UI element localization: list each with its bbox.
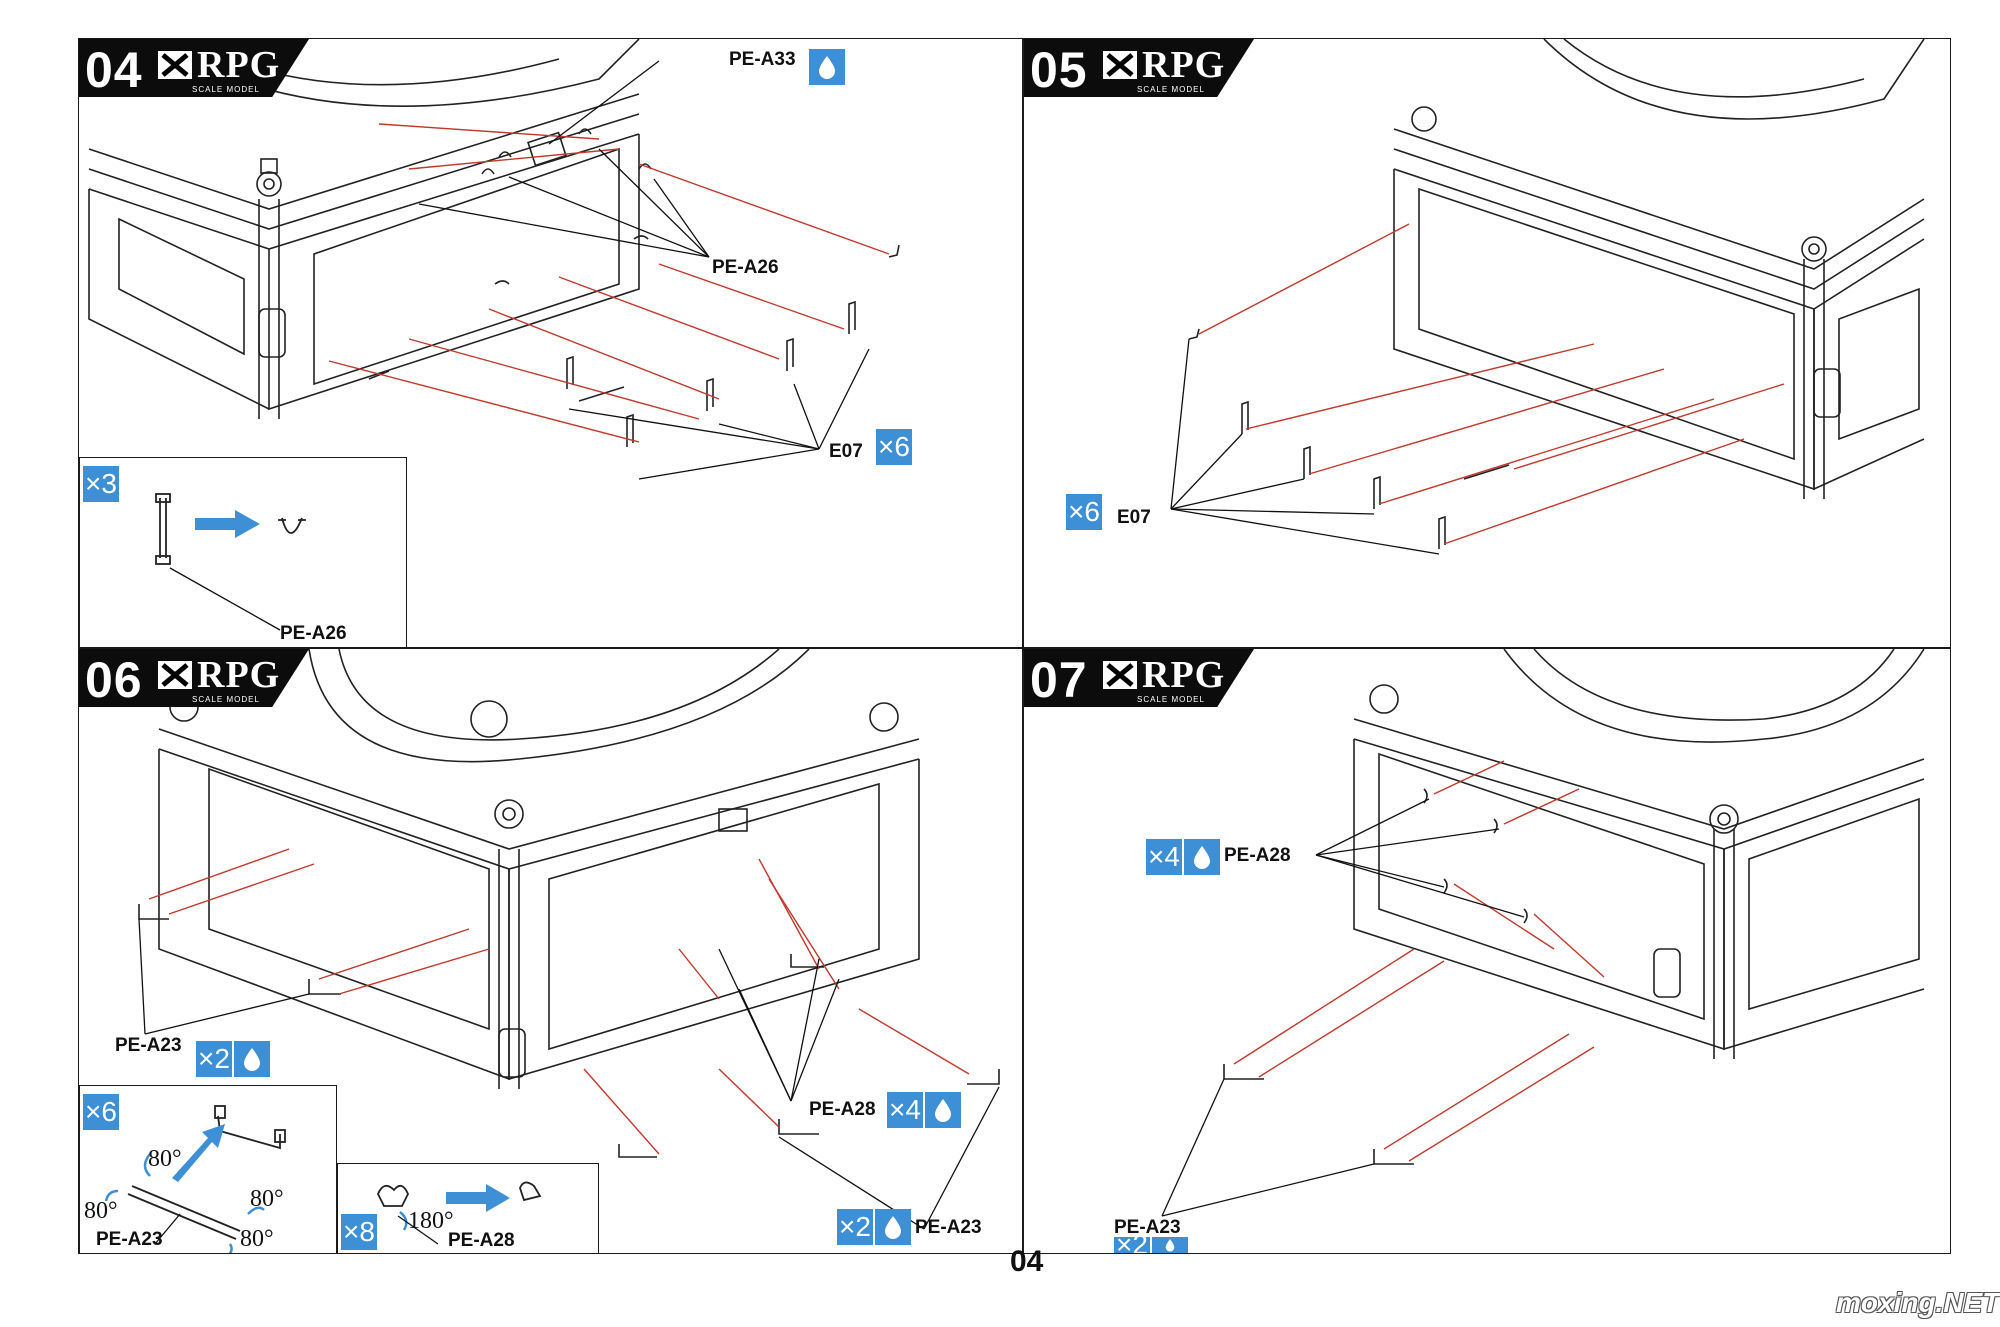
multiplier-badge: ×2 — [196, 1041, 232, 1077]
angle-label: 80° — [240, 1226, 274, 1252]
step-06-number: 06 — [85, 652, 143, 708]
pe-a23-bend-diagram — [104, 1105, 286, 1253]
glue-drop-icon — [1152, 1237, 1188, 1253]
instruction-page: 04 RPG SCALE MODEL PE-A33 PE-A26 E07 ×6 … — [78, 38, 1951, 1254]
watermark: moxing.NET — [1836, 1287, 2000, 1318]
step-07-panel: 07 RPG SCALE MODEL ×4 PE-A28 PE-A23 ×2 — [1023, 648, 1951, 1254]
label-pe-a26: PE-A26 — [712, 257, 779, 278]
step-07-header: 07 RPG SCALE MODEL — [1024, 649, 1254, 707]
multiplier-badge: ×2 — [837, 1209, 873, 1245]
page-number: 04 — [1010, 1245, 1044, 1278]
label-pe-a23: PE-A23 — [915, 1217, 982, 1238]
inset-label-pe-a28: PE-A28 — [448, 1230, 515, 1251]
step-06-inset-pe-a23: ×6 80° 80° 80° — [79, 1085, 337, 1253]
multiplier-badge: ×6 — [83, 1094, 119, 1130]
rpg-crossed-icon — [158, 51, 192, 79]
step-06-header: 06 RPG SCALE MODEL — [79, 649, 309, 707]
angle-label: 180° — [408, 1208, 454, 1234]
brand-subtitle: SCALE MODEL — [1137, 85, 1205, 94]
glue-drop-icon — [1184, 839, 1220, 875]
multiplier-badge: ×3 — [83, 466, 119, 502]
step-06-panel: 06 RPG SCALE MODEL PE-A23 ×2 PE-A28 ×4 ×… — [78, 648, 1023, 1254]
brand-logo: RPG — [1102, 44, 1226, 86]
angle-label: 80° — [84, 1198, 118, 1224]
multiplier-badge: ×8 — [341, 1214, 377, 1250]
pe-a26-bend-diagram — [155, 493, 306, 631]
step-07-drawing — [1161, 649, 1925, 1217]
step-06-inset-pe-a28: ×8 180° PE-A28 — [337, 1163, 599, 1253]
step-05-header: 05 RPG SCALE MODEL — [1024, 39, 1254, 97]
brand-name: RPG — [1142, 654, 1226, 696]
multiplier-badge: ×4 — [1146, 839, 1182, 875]
brand-name: RPG — [197, 654, 281, 696]
multiplier-badge: ×4 — [887, 1092, 923, 1128]
step-05-drawing — [1170, 39, 1925, 555]
rpg-crossed-icon — [1103, 661, 1137, 689]
brand-name: RPG — [197, 44, 281, 86]
brand-name: RPG — [1142, 44, 1226, 86]
glue-drop-icon — [234, 1041, 270, 1077]
step-07-number: 07 — [1030, 652, 1088, 708]
label-pe-a23: PE-A23 — [115, 1035, 182, 1056]
brand-logo: RPG — [1102, 654, 1226, 696]
glue-drop-icon — [875, 1209, 911, 1245]
pe-a28-bend-diagram — [377, 1181, 542, 1245]
label-pe-a28: PE-A28 — [809, 1099, 876, 1120]
brand-subtitle: SCALE MODEL — [192, 85, 260, 94]
multiplier-badge: ×2 — [1114, 1229, 1150, 1253]
step-04-drawing — [88, 39, 900, 480]
step-04-header: 04 RPG SCALE MODEL — [79, 39, 309, 97]
brand-logo: RPG — [157, 44, 281, 86]
rpg-crossed-icon — [1103, 51, 1137, 79]
step-05-number: 05 — [1030, 42, 1088, 98]
glue-drop-icon — [925, 1092, 961, 1128]
brand-logo: RPG — [157, 654, 281, 696]
inset-label-pe-a26: PE-A26 — [280, 623, 347, 644]
brand-subtitle: SCALE MODEL — [1137, 695, 1205, 704]
angle-label: 80° — [250, 1186, 284, 1212]
rpg-crossed-icon — [158, 661, 192, 689]
label-pe-a28: PE-A28 — [1224, 845, 1291, 866]
multiplier-badge: ×6 — [1066, 494, 1102, 530]
brand-subtitle: SCALE MODEL — [192, 695, 260, 704]
inset-label-pe-a23: PE-A23 — [96, 1229, 163, 1250]
step-06-drawing — [138, 649, 1000, 1230]
label-pe-a33: PE-A33 — [729, 49, 796, 70]
label-e07: E07 — [1117, 507, 1151, 528]
step-04-inset: ×3 PE-A26 — [79, 457, 407, 647]
glue-drop-icon — [809, 49, 845, 85]
step-04-panel: 04 RPG SCALE MODEL PE-A33 PE-A26 E07 ×6 … — [78, 38, 1023, 648]
multiplier-badge: ×6 — [876, 429, 912, 465]
step-04-number: 04 — [85, 42, 143, 98]
step-05-panel: 05 RPG SCALE MODEL ×6 E07 — [1023, 38, 1951, 648]
label-e07: E07 — [829, 441, 863, 462]
angle-label: 80° — [148, 1146, 182, 1172]
label-pe-a23: PE-A23 — [1114, 1217, 1181, 1238]
